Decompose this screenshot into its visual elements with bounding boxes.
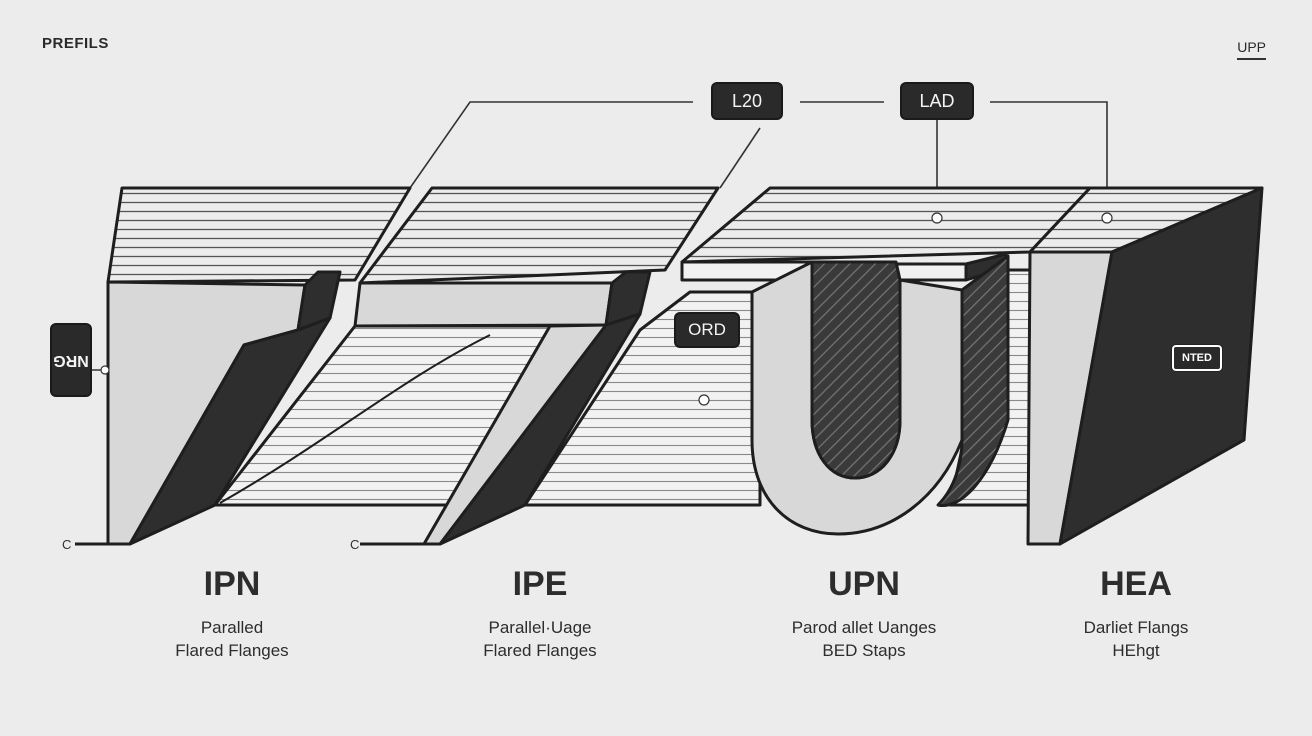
profile-name: IPE bbox=[512, 565, 568, 603]
profile-name: IPN bbox=[203, 565, 261, 603]
callout-nrg: NRG bbox=[52, 325, 90, 395]
profile-desc-line2: Flared Flanges bbox=[483, 641, 597, 660]
profile-desc-line1: Paralled bbox=[200, 618, 264, 637]
profile-desc-line2: BED Staps bbox=[822, 641, 906, 660]
profile-desc-line1: Darliet Flangs bbox=[1083, 618, 1189, 637]
markers bbox=[100, 212, 1113, 406]
ipe-beam bbox=[213, 186, 720, 546]
ipn-beam bbox=[75, 186, 412, 546]
profile-hea: HEA Darliet Flangs HEhgt bbox=[1026, 565, 1246, 662]
profile-desc-line1: Parod allet Uanges bbox=[791, 618, 937, 637]
profile-ipn: IPN Paralled Flared Flanges bbox=[122, 565, 342, 662]
profile-name: UPN bbox=[828, 565, 900, 603]
hea-beam bbox=[1026, 186, 1264, 546]
callout-ord: ORD bbox=[676, 314, 738, 346]
profile-ipe: IPE Parallel·Uage Flared Flanges bbox=[430, 565, 650, 662]
tick-mid: C bbox=[350, 537, 360, 552]
profile-desc-line2: Flared Flanges bbox=[175, 641, 289, 660]
callout-dimension: L20 bbox=[713, 84, 781, 118]
profile-name: HEA bbox=[1100, 565, 1172, 603]
profile-desc-line1: Parallel·Uage bbox=[488, 618, 592, 637]
corner-label: UPP bbox=[1237, 39, 1266, 60]
profile-upn: UPN Parod allet Uanges BED Staps bbox=[754, 565, 974, 662]
callout-nted: NTED bbox=[1172, 345, 1222, 371]
diagram-title: PREFILS bbox=[42, 35, 109, 52]
upn-beam bbox=[523, 186, 1092, 536]
callout-lad: LAD bbox=[902, 84, 972, 118]
tick-left: C bbox=[62, 537, 72, 552]
profile-desc-line2: HEhgt bbox=[1112, 641, 1160, 660]
callout-nrg-text: NRG bbox=[53, 352, 89, 369]
